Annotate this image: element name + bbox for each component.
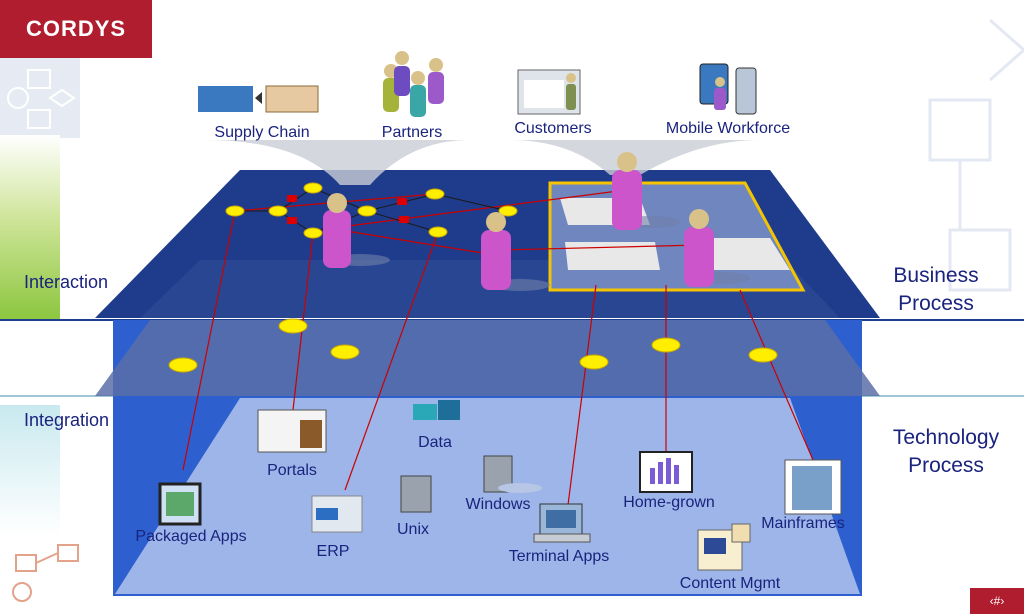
- partner-funnel: [205, 140, 470, 185]
- content-mgmt-icon: [697, 523, 751, 571]
- supply-chain-icon: [198, 85, 319, 113]
- network-nodes: [168, 182, 778, 373]
- unix-icon: [400, 475, 432, 513]
- business-process-line-2: Process: [898, 292, 974, 315]
- sidebar-cyan-band: [0, 405, 60, 535]
- person-icon: [481, 212, 550, 291]
- packaged-apps-icon: [158, 482, 202, 526]
- data-icon: [413, 400, 460, 420]
- sidebar-green-band: [0, 135, 60, 320]
- mobile-workforce-label: Mobile Workforce: [665, 120, 791, 137]
- document-sheet: [565, 242, 660, 270]
- person-icon: [323, 193, 390, 268]
- terminal-apps-icon: [533, 503, 591, 543]
- technology-process-label: Technology Process: [893, 424, 999, 480]
- red-markers: [287, 195, 409, 224]
- person-icon: [684, 209, 750, 287]
- business-process-label: Business Process: [893, 262, 978, 318]
- sidebar-bottom-flowchart-icon: [12, 544, 79, 602]
- content-mgmt-label: Content Mgmt: [679, 575, 781, 592]
- portals-label: Portals: [267, 462, 317, 479]
- data-label: Data: [418, 434, 452, 451]
- partners-label: Partners: [381, 124, 443, 141]
- customers-label: Customers: [514, 120, 592, 137]
- business-process-line-1: Business: [893, 264, 979, 287]
- home-grown-icon: [639, 451, 693, 493]
- interaction-layer-label: Interaction: [24, 272, 109, 292]
- sidebar-flowchart-icon: [7, 69, 76, 129]
- document-sheet: [700, 238, 790, 270]
- windows-label: Windows: [465, 496, 531, 513]
- mainframes-label: Mainframes: [761, 515, 845, 532]
- integration-plane: [95, 320, 880, 396]
- technology-process-line-2: Process: [908, 454, 984, 477]
- technology-process-line-1: Technology: [892, 426, 1000, 449]
- terminal-apps-label: Terminal Apps: [508, 548, 610, 565]
- erp-icon: [311, 495, 363, 533]
- partners-icon: [383, 51, 444, 117]
- mainframes-icon: [784, 459, 842, 515]
- home-grown-label: Home-grown: [623, 494, 715, 511]
- erp-label: ERP: [316, 543, 350, 560]
- background-flowchart-icon: [928, 18, 1024, 292]
- cordys-logo: CORDYS: [0, 0, 152, 58]
- integration-layer-label: Integration: [24, 410, 110, 430]
- mobile-workforce-icon: [699, 63, 757, 115]
- customers-icon: [517, 69, 581, 115]
- supply-chain-label: Supply Chain: [214, 124, 310, 141]
- person-icon: [612, 152, 680, 230]
- windows-icon: [483, 455, 542, 493]
- portals-icon: [257, 409, 327, 453]
- page-number: ‹#›: [970, 588, 1024, 614]
- packaged-apps-label: Packaged Apps: [135, 528, 247, 545]
- process-links: [182, 189, 814, 506]
- unix-label: Unix: [396, 521, 430, 538]
- sidebar-decoration: [0, 58, 80, 138]
